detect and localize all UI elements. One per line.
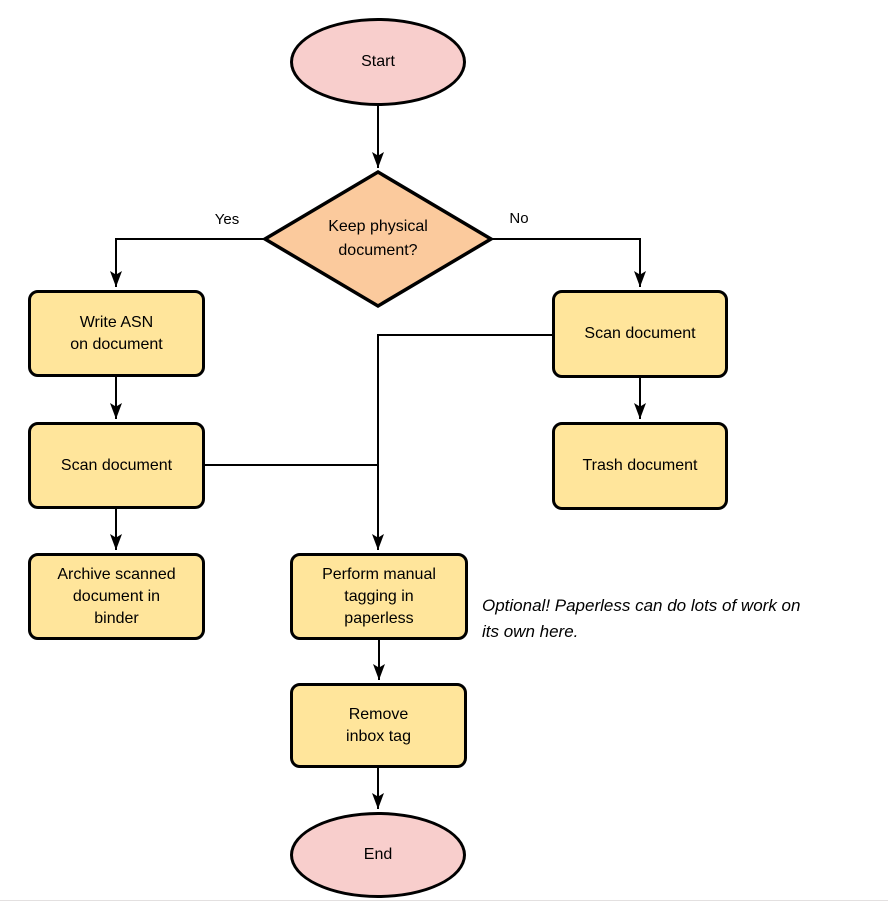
edge-scan-right-to-tagging [372,334,552,550]
node-decision-label: Keep physical document? [328,218,428,259]
edge-decision-no-to-scan-right [492,238,646,287]
node-start: Start [290,18,466,106]
node-scan-document-right: Scan document [552,290,728,378]
edge-label-yes: Yes [214,211,240,228]
annotation-optional-paperless: Optional! Paperless can do lots of work … [482,596,801,641]
edge-label-no: No [509,210,529,227]
node-trash-document: Trash document [552,422,728,510]
node-write-asn: Write ASN on document [28,290,205,377]
node-remove-inbox-tag: Remove inbox tag [290,683,467,768]
edge-decision-yes-to-write-asn [110,238,265,287]
node-perform-manual-tagging: Perform manual tagging in paperless [290,553,468,640]
node-archive-scanned-document: Archive scanned document in binder [28,553,205,640]
bottom-edge-divider [0,900,888,901]
node-end: End [290,812,466,898]
decision-shape [261,169,495,309]
node-scan-document-left: Scan document [28,422,205,509]
